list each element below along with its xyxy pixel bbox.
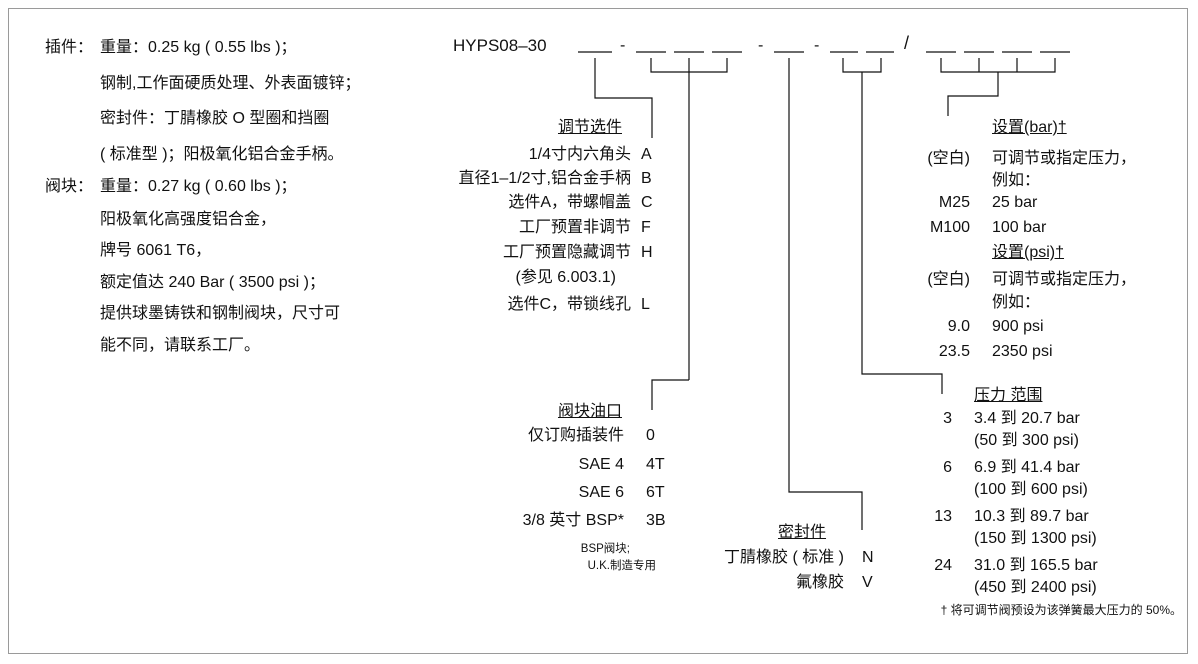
body-line: 能不同，请联系工厂。 [100, 337, 261, 354]
code-separator: - [814, 37, 820, 54]
port-item-label: SAE 6 [578, 484, 624, 501]
range-code: 6 [943, 459, 952, 476]
setting-psi-header: 设置(psi)† [992, 244, 1065, 261]
setting-code: M25 [938, 194, 970, 211]
adjust-item-code: L [641, 296, 650, 313]
code-slash: / [904, 33, 910, 53]
setting-desc: 例如： [992, 294, 1041, 311]
port-item-label: 3/8 英寸 BSP* [522, 512, 624, 529]
range-code: 3 [943, 410, 952, 427]
seal-item-label: 氟橡胶 [795, 574, 844, 591]
body-line: 重量：0.27 kg ( 0.60 lbs )； [100, 178, 297, 195]
port-item-code: 6T [646, 484, 665, 501]
range-code: 24 [934, 557, 952, 574]
setting-desc: 可调节或指定压力， [992, 150, 1137, 167]
insert-line: 重量：0.25 kg ( 0.55 lbs )； [100, 39, 297, 56]
range-bar: 31.0 到 165.5 bar [974, 557, 1098, 574]
adjust-item-code: A [641, 146, 652, 163]
adjust-item-code: F [641, 219, 651, 236]
range-bar: 6.9 到 41.4 bar [974, 459, 1080, 476]
setting-desc: 可调节或指定压力， [992, 271, 1137, 288]
insert-label: 插件： [45, 39, 94, 56]
setting-desc: 900 psi [992, 318, 1044, 335]
insert-line: 密封件：丁腈橡胶 O 型圈和挡圈 [100, 110, 330, 127]
adjust-item-code: H [641, 244, 653, 261]
insert-line: ( 标准型 )；阳极氧化铝合金手柄。 [100, 146, 344, 163]
model-code: HYPS08–30 [453, 36, 547, 55]
body-label: 阀块： [45, 178, 94, 195]
setting-desc: 25 bar [992, 194, 1038, 211]
range-code: 13 [934, 508, 952, 525]
seal-item-code: V [862, 574, 873, 591]
ordering-code-diagram [8, 8, 1188, 654]
range-psi: (50 到 300 psi) [974, 432, 1079, 449]
adjust-item-label: (参见 6.003.1) [515, 269, 617, 286]
range-psi: (150 到 1300 psi) [974, 530, 1097, 547]
setting-desc: 2350 psi [992, 343, 1053, 360]
footnote: † 将可调节阀预设为该弹簧最大压力的 50%。 [940, 603, 1182, 617]
range-psi: (100 到 600 psi) [974, 481, 1088, 498]
setting-bar-header: 设置(bar)† [992, 119, 1067, 136]
body-line: 阳极氧化高强度铝合金， [100, 211, 277, 228]
setting-code: 9.0 [947, 318, 970, 335]
setting-desc: 100 bar [992, 219, 1047, 236]
adjust-item-label: 选件C，带锁线孔 [507, 296, 631, 313]
setting-code: (空白) [927, 150, 970, 167]
code-separator: - [620, 37, 626, 54]
port-item-code: 4T [646, 456, 665, 473]
range-header: 压力 范围 [974, 387, 1043, 404]
range-psi: (450 到 2400 psi) [974, 579, 1097, 596]
adjust-header: 调节选件 [557, 119, 622, 136]
seal-header: 密封件 [778, 524, 827, 541]
port-item-code: 0 [646, 427, 655, 444]
adjust-item-code: C [641, 194, 653, 211]
seal-item-code: N [862, 549, 874, 566]
port-note: BSP阀块; [580, 543, 630, 555]
seal-item-label: 丁腈橡胶 ( 标准 ) [724, 549, 844, 566]
insert-line: 钢制,工作面硬质处理、外表面镀锌； [100, 75, 361, 92]
port-item-label: SAE 4 [578, 456, 624, 473]
adjust-item-label: 工厂预置隐藏调节 [502, 244, 631, 261]
range-bar: 3.4 到 20.7 bar [974, 410, 1080, 427]
body-line: 提供球墨铸铁和钢制阀块，尺寸可 [100, 305, 341, 322]
body-line: 额定值达 240 Bar ( 3500 psi )； [100, 274, 325, 291]
body-line: 牌号 6061 T6， [100, 242, 212, 259]
adjust-item-code: B [641, 170, 652, 187]
port-header: 阀块油口 [557, 403, 622, 420]
adjust-item-label: 1/4寸内六角头 [528, 146, 631, 163]
setting-code: M100 [929, 219, 970, 236]
port-item-label: 仅订购插装件 [527, 427, 624, 444]
setting-desc: 例如： [992, 172, 1041, 189]
adjust-item-label: 直径1–1/2寸,铝合金手柄 [458, 170, 632, 187]
port-item-code: 3B [646, 512, 666, 529]
port-note: U.K.制造专用 [587, 560, 656, 572]
setting-code: (空白) [927, 271, 970, 288]
adjust-item-label: 工厂预置非调节 [518, 219, 631, 236]
range-bar: 10.3 到 89.7 bar [974, 508, 1089, 525]
adjust-item-label: 选件A，带螺帽盖 [508, 194, 631, 211]
code-separator: - [758, 37, 764, 54]
setting-code: 23.5 [938, 343, 970, 360]
